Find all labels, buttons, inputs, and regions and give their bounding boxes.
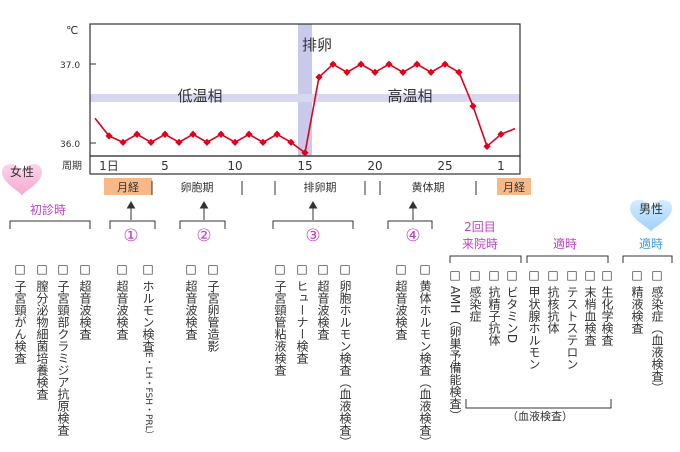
- stage-2-number: ②: [196, 226, 211, 246]
- stage-arrows: [126, 201, 418, 220]
- menses-box-2: [497, 178, 531, 195]
- temperature-point: [287, 138, 295, 146]
- stage-3-item: □ 子宮頸管粘液検査: [273, 262, 287, 376]
- x-tick-label: 10: [227, 159, 242, 173]
- stage-2-item: □ 子宮卵管造影: [206, 262, 220, 352]
- temperature-point: [189, 130, 197, 138]
- temperature-point: [203, 138, 211, 146]
- x-tick-label: 15: [297, 159, 312, 173]
- temperature-point: [329, 60, 337, 68]
- second-visit-title-1: 2回目: [464, 220, 496, 234]
- male-item: □ 精液検査: [630, 268, 644, 334]
- temperature-point: [399, 68, 407, 76]
- temperature-point: [343, 68, 351, 76]
- first-visit-item: □ 超音波検査: [78, 262, 92, 340]
- first-visit-title: 初診時: [30, 202, 66, 217]
- anytime-item: □ 抗核抗体: [546, 268, 560, 334]
- phase-ovulatory: 排卵期: [304, 180, 337, 194]
- anytime-item: □ 生化学検査: [600, 268, 614, 346]
- y-unit-label: ℃: [66, 24, 78, 37]
- temperature-point: [427, 68, 435, 76]
- temperature-point: [469, 102, 477, 110]
- first-visit-item: □ 膣分泌物細菌培養検査: [35, 262, 49, 400]
- temperature-point: [147, 138, 155, 146]
- temperature-point: [161, 130, 169, 138]
- temperature-point: [497, 130, 505, 138]
- phase-menses-2: 月経: [503, 181, 525, 194]
- low-phase-label: 低温相: [177, 87, 222, 105]
- x-tick-label: 25: [437, 159, 452, 173]
- male-anytime-title: 適時: [639, 236, 663, 251]
- phase-divider-band: [90, 94, 520, 103]
- anytime-item: □ テストステロン: [565, 268, 579, 370]
- temperature-point: [259, 138, 267, 146]
- x-tick-label: 1: [497, 159, 505, 173]
- temperature-point: [455, 68, 463, 76]
- phase-follicular: 卵胞期: [181, 181, 214, 194]
- temperature-point: [175, 138, 183, 146]
- second-visit-item: □ 抗精子抗体: [487, 268, 501, 346]
- temperature-point: [119, 138, 127, 146]
- temperature-point: [371, 68, 379, 76]
- second-visit-item: □ AMH（卵巣予備能検査）: [448, 268, 462, 422]
- male-badge: 男性: [639, 202, 663, 216]
- anytime-item: □ 甲状腺ホルモン: [527, 268, 541, 370]
- first-visit-item: □ 子宮頸部クラミジア抗原検査: [56, 262, 70, 436]
- ovulation-label: 排卵: [302, 36, 332, 54]
- female-badge: 女性: [10, 164, 34, 179]
- temperature-point: [357, 60, 365, 68]
- first-visit-item: □ 子宮頸がん検査: [13, 262, 27, 364]
- y-tick-label-37: 37.0: [60, 61, 80, 71]
- stage-1-note: （E・LH・FSH・PRL）: [143, 343, 153, 440]
- second-visit-item: □ 感染症: [468, 268, 482, 322]
- temperature-point: [413, 60, 421, 68]
- x-tick-label: 20: [367, 159, 382, 173]
- group-brackets: [9, 220, 673, 409]
- stage-1-item: □ 超音波検査: [115, 262, 129, 340]
- stage-3-item: □ 卵胞ホルモン検査（血液検査）: [338, 262, 352, 448]
- female-heart-icon: [2, 164, 42, 196]
- temperature-point: [273, 130, 281, 138]
- temperature-point: [301, 149, 309, 157]
- ovulation-band: [298, 24, 312, 156]
- stage-3-item: □ 超音波検査: [316, 262, 330, 340]
- x-axis-title: 周期: [62, 160, 82, 172]
- anytime-title: 適時: [553, 236, 577, 251]
- temperature-point: [483, 142, 491, 150]
- x-tick-label: 5: [161, 159, 169, 173]
- second-visit-item: □ ビタミンD: [505, 268, 519, 344]
- blood-test-note: （血液検査）: [507, 409, 573, 423]
- stage-2-item: □ 超音波検査: [184, 262, 198, 340]
- temperature-point: [231, 138, 239, 146]
- stage-4-item: □ 黄体ホルモン検査（血液検査）: [418, 262, 432, 448]
- anytime-item: □ 末梢血検査: [583, 268, 597, 346]
- stage-4-number: ④: [405, 226, 420, 246]
- stage-1-number: ①: [123, 226, 138, 246]
- phase-menses-1: 月経: [117, 181, 139, 194]
- x-tick-label: 1日: [99, 159, 119, 173]
- stage-3-item: □ ヒューナー検査: [295, 262, 309, 364]
- temperature-point: [385, 60, 393, 68]
- temperature-point: [441, 60, 449, 68]
- high-phase-label: 高温相: [387, 87, 432, 105]
- male-item: □ 感染症（血液検査）: [650, 268, 664, 394]
- menses-box-1: [104, 178, 152, 195]
- temperature-markers: [105, 60, 505, 157]
- stage-4-item: □ 超音波検査: [394, 262, 408, 340]
- x-tick-labels: 1日 5 10 15 20 25 1: [99, 159, 505, 173]
- male-heart-icon: [630, 200, 672, 232]
- stage-3-number: ③: [305, 226, 320, 246]
- temperature-point: [315, 73, 323, 81]
- second-visit-title-2: 来院時: [462, 237, 498, 251]
- y-tick-label-36: 36.0: [60, 140, 80, 150]
- temperature-point: [133, 130, 141, 138]
- stage-1-item: □ ホルモン検査: [141, 262, 155, 352]
- temperature-point: [245, 130, 253, 138]
- temperature-point: [217, 130, 225, 138]
- phase-luteal: 黄体期: [412, 180, 445, 194]
- temperature-point: [105, 132, 113, 140]
